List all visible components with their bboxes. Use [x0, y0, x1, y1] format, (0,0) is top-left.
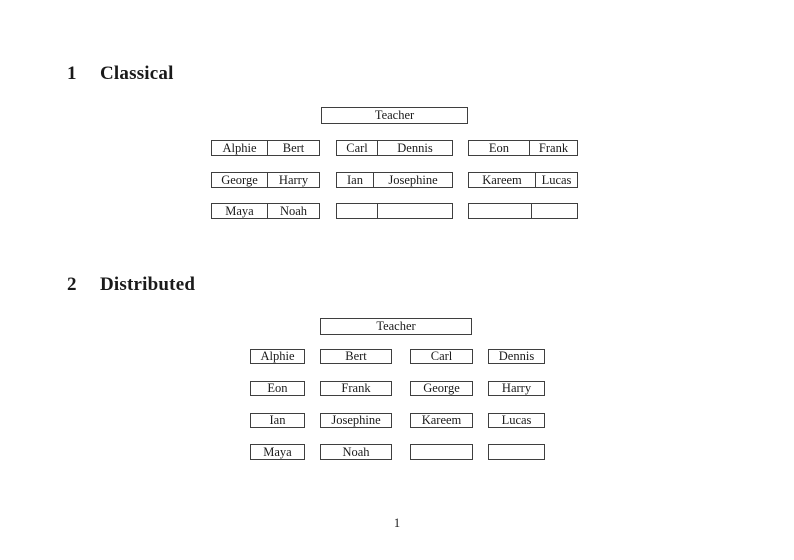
- seat: [532, 204, 577, 218]
- student-box: [410, 444, 473, 460]
- teacher-label: Teacher: [374, 108, 415, 123]
- student-box: Harry: [488, 381, 545, 396]
- seat: Noah: [279, 204, 308, 218]
- page-number: 1: [393, 516, 401, 530]
- student-box: [488, 444, 545, 460]
- seat: Eon: [469, 141, 530, 155]
- desk: Kareem Lucas: [468, 172, 578, 188]
- seat: [337, 204, 378, 218]
- student-box: Josephine: [320, 413, 392, 428]
- section-title: Distributed: [100, 274, 196, 295]
- section-title: Classical: [100, 63, 174, 84]
- student-box: Frank: [320, 381, 392, 396]
- seat: Dennis: [397, 141, 433, 155]
- seat: [469, 204, 532, 218]
- student-box: Dennis: [488, 349, 545, 364]
- seat: Carl: [337, 141, 378, 155]
- seat: Josephine: [388, 173, 438, 187]
- teacher-box: Teacher: [321, 107, 468, 124]
- student-box: Lucas: [488, 413, 545, 428]
- desk: [468, 203, 578, 219]
- student-box: Noah: [320, 444, 392, 460]
- student-box: Kareem: [410, 413, 473, 428]
- section-number: 2: [67, 274, 77, 295]
- seat: Maya: [212, 204, 268, 218]
- student-box: Alphie: [250, 349, 305, 364]
- student-box: Eon: [250, 381, 305, 396]
- desk: Maya Noah: [211, 203, 320, 219]
- desk: George Harry: [211, 172, 320, 188]
- student-box: Maya: [250, 444, 305, 460]
- student-box: Carl: [410, 349, 473, 364]
- student-box: Ian: [250, 413, 305, 428]
- seat: [378, 204, 452, 218]
- section-number: 1: [67, 63, 77, 84]
- desk: Ian Josephine: [336, 172, 453, 188]
- section-heading-classical: 1 Classical: [67, 63, 174, 85]
- seat: Bert: [282, 141, 305, 155]
- seat: Kareem: [469, 173, 536, 187]
- seat: Harry: [278, 173, 309, 187]
- student-box: George: [410, 381, 473, 396]
- seat: George: [212, 173, 268, 187]
- seat: Lucas: [541, 173, 572, 187]
- desk: Carl Dennis: [336, 140, 453, 156]
- desk: [336, 203, 453, 219]
- seat: Frank: [538, 141, 569, 155]
- section-heading-distributed: 2 Distributed: [67, 274, 195, 296]
- desk: Eon Frank: [468, 140, 578, 156]
- teacher-box: Teacher: [320, 318, 472, 335]
- seat: Alphie: [212, 141, 268, 155]
- seat: Ian: [337, 173, 374, 187]
- teacher-label: Teacher: [376, 319, 416, 334]
- desk: Alphie Bert: [211, 140, 320, 156]
- student-box: Bert: [320, 349, 392, 364]
